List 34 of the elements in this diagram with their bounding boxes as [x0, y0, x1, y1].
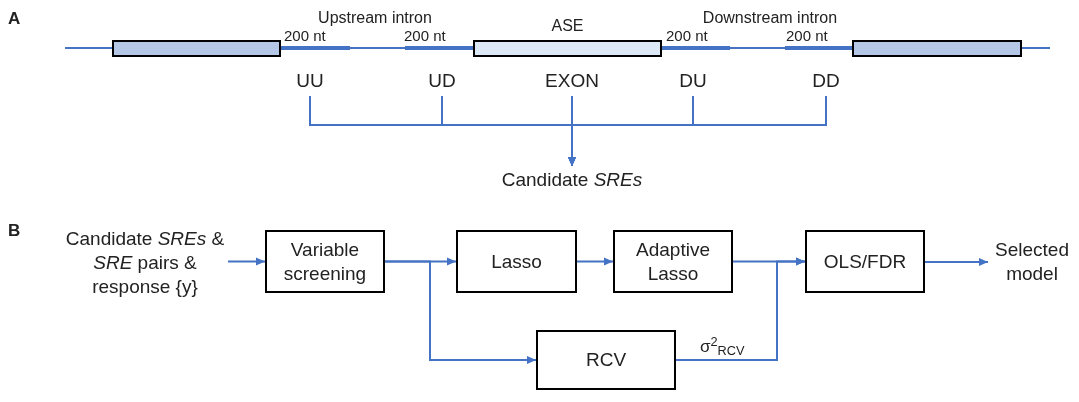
- panel-letter: B: [8, 220, 22, 242]
- input-label: Candidate SREs & SRE pairs & response {y}: [62, 226, 228, 300]
- process-box: Variable screening: [265, 230, 385, 293]
- arrow: [568, 95, 827, 167]
- process-box: Lasso: [456, 230, 577, 293]
- output-label: Selected model: [988, 236, 1076, 288]
- connector-line: [661, 47, 853, 49]
- connector-line: [1021, 47, 1051, 49]
- output-label: Candidate SREs: [492, 166, 652, 194]
- connector-line: [64, 47, 113, 49]
- region-label: Upstream intron: [317, 8, 433, 28]
- process-box: RCV: [536, 330, 676, 390]
- region-label: 200 nt: [284, 27, 327, 46]
- exon-box: [852, 40, 1022, 57]
- arrow: [576, 257, 614, 266]
- exon-box: [112, 40, 281, 57]
- region-label: EXON: [532, 68, 612, 94]
- region-label: 200 nt: [666, 27, 709, 46]
- region-label: 200 nt: [786, 27, 829, 46]
- arrow: [924, 258, 989, 266]
- arrow: [384, 260, 537, 364]
- region-label: 200 nt: [404, 27, 447, 46]
- panel-letter: A: [8, 8, 22, 30]
- region-label: UD: [422, 68, 462, 94]
- process-box: OLS/FDR: [805, 230, 925, 293]
- connector-line: [280, 47, 474, 49]
- region-label: Downstream intron: [701, 8, 839, 28]
- region-label: DU: [673, 68, 713, 94]
- process-box: Adaptive Lasso: [613, 230, 733, 293]
- arrow: [227, 257, 266, 266]
- region-label: DD: [806, 68, 846, 94]
- region-label: UU: [290, 68, 330, 94]
- arrow: [675, 257, 806, 361]
- exon-heading: ASE: [551, 18, 584, 34]
